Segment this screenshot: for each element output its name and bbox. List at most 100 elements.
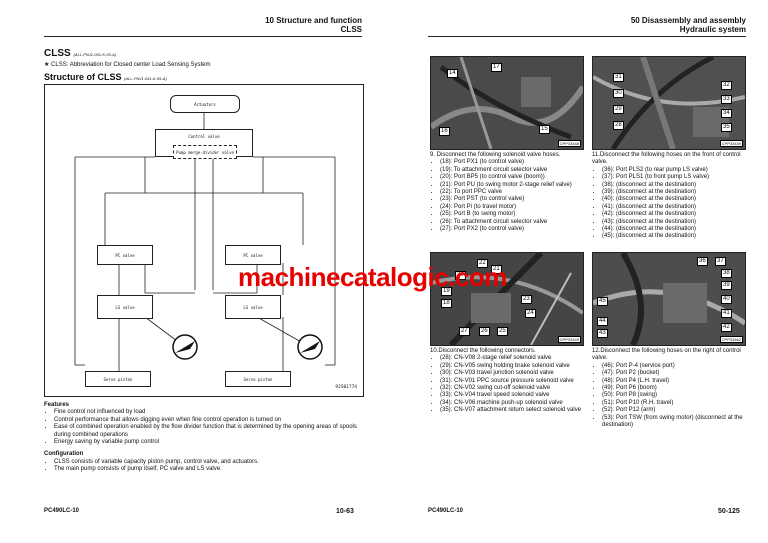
step11-item: (38): (disconnect at the destination) [602, 182, 748, 189]
left-footer-model: PC490LC-10 [44, 508, 80, 514]
photo4-label: 45 [597, 297, 608, 306]
photo4-code: CPP33462 [719, 336, 743, 343]
left-page: 10 Structure and function CLSS CLSS (ALL… [0, 0, 384, 543]
photo2-label: 29 [613, 105, 624, 114]
step10-item: (33): CN-V04 travel speed solenoid valve [440, 392, 586, 399]
step12-item: (52): Port P12 (arm) [602, 407, 748, 414]
photo2-code: CPP33449 [719, 140, 743, 147]
step10-item: (29): CN-V05 swing holding brake solenoi… [440, 363, 586, 370]
features-item: Control performance that allows digging … [54, 417, 362, 424]
photo2-label: 30 [613, 89, 624, 98]
photo1-label: 15 [539, 125, 550, 134]
clss-title-ref: (ALL-PNJ1-001-K-00-A) [73, 52, 117, 57]
step9-item: (20): Port BP5 (to control valve (boom)) [440, 174, 586, 181]
photo3-label: 23 [521, 295, 532, 304]
diagram-servo-right: Servo piston [225, 371, 291, 387]
step10-item: (35): CN-V07 attachment return select so… [440, 407, 586, 414]
photo3-label: 25 [497, 327, 508, 336]
photo3-label: 27 [459, 327, 470, 336]
diagram-code: 9JS01774 [335, 385, 357, 390]
step11-title: 11.Disconnect the following hoses on the… [592, 152, 741, 166]
step12-item: (47): Port P2 (bucket) [602, 370, 748, 377]
features-item: Energy saving by variable pump control [54, 439, 362, 446]
step12-title: 12.Disconnect the following hoses on the… [592, 348, 741, 362]
step11-item: (44): (disconnect at the destination) [602, 226, 748, 233]
watermark: machinecatalogic.com [238, 262, 507, 292]
photo2-label: 31 [613, 73, 624, 82]
left-footer-page: 10-63 [336, 508, 354, 515]
diagram-actuators: Actuators [170, 95, 240, 113]
step9-title: 9. Disconnect the following solenoid val… [430, 152, 561, 158]
photo1-label: 14 [447, 69, 458, 78]
step11-section: 11.Disconnect the following hoses on the… [592, 152, 748, 241]
step10-item: (30): CN-V03 travel junction solenoid va… [440, 370, 586, 377]
step12-section: 12.Disconnect the following hoses on the… [592, 348, 748, 429]
photo4-label: 38 [721, 269, 732, 278]
photo3-label: 22 [477, 259, 488, 268]
left-header-rule [44, 36, 362, 37]
step10-item: (28): CN-V08 2-stage relief solenoid val… [440, 355, 586, 362]
step9-item: (23): Port PST (to control valve) [440, 196, 586, 203]
step11-item: (43): (disconnect at the destination) [602, 219, 748, 226]
photo2-label: 34 [721, 109, 732, 118]
photo1-label: 16 [439, 127, 450, 136]
config-item: CLSS consists of variable capacity pisto… [54, 459, 362, 466]
features-item: Ease of combined operation enabled by th… [54, 424, 362, 439]
step10-item: (31): CN-V01 PPC source pressure solenoi… [440, 378, 586, 385]
photo3-label: 18 [441, 299, 452, 308]
right-footer-model: PC490LC-10 [428, 508, 464, 514]
structure-title-text: Structure of CLSS [44, 72, 122, 82]
right-header-rule [428, 36, 746, 37]
features-section: Features Fine control not influenced by … [44, 402, 362, 474]
step9-item: (26): To attachment circuit selector val… [440, 219, 586, 226]
diagram-ls-valve-right: LS valve [225, 295, 281, 319]
step9-item: (19): To attachment circuit selector val… [440, 167, 586, 174]
clss-title-text: CLSS [44, 48, 71, 59]
step9-item: (18): Port PX1 (to control valve) [440, 159, 586, 166]
step12-item: (50): Port P8 (swing) [602, 392, 748, 399]
step11-item: (45): (disconnect at the destination) [602, 233, 748, 240]
photo3-label: 21 [491, 265, 502, 274]
photo3-code: CPP33449 [557, 336, 581, 343]
step9-item: (21): Port PU (to swing motor 2-stage re… [440, 182, 586, 189]
photo3-label: 19 [441, 287, 452, 296]
photo-step10: 22 20 21 19 18 23 24 27 26 25 CPP33449 [430, 252, 584, 346]
step9-item: (24): Port Pi (to travel motor) [440, 204, 586, 211]
diagram-lines [74, 113, 336, 375]
step11-list: (36): Port PLS2 (to rear pump LS valve) … [592, 167, 748, 241]
config-list: CLSS consists of variable capacity pisto… [44, 459, 362, 474]
photo4-label: 36 [697, 257, 708, 266]
step9-item: (25): Port B (to swing motor) [440, 211, 586, 218]
step12-item: (48): Port P4 (L.H. travel) [602, 378, 748, 385]
right-header-section: 50 Disassembly and assembly [630, 16, 746, 25]
photo4-label: 37 [715, 257, 726, 266]
config-item: The main pump consists of pump itself, P… [54, 466, 362, 473]
step10-item: (34): CN-V06 machine push-up solenoid va… [440, 400, 586, 407]
step11-item: (37): Port PLS1 (to front pump LS valve) [602, 174, 748, 181]
clss-title: CLSS (ALL-PNJ1-001-K-00-A) [44, 48, 116, 59]
step12-item: (53): Port TSW (from swing motor) (disco… [602, 415, 748, 430]
step10-section: 10.Disconnect the following connectors. … [430, 348, 586, 415]
photo2-label: 33 [721, 95, 732, 104]
step10-item: (32): CN-V02 swing cut-off solenoid valv… [440, 385, 586, 392]
step9-section: 9. Disconnect the following solenoid val… [430, 152, 586, 233]
structure-title-ref: (ALL-PNJ1-041-K-09-A) [124, 76, 167, 81]
step11-item: (39): (disconnect at the destination) [602, 189, 748, 196]
right-header: 50 Disassembly and assembly Hydraulic sy… [631, 16, 746, 34]
diagram-pump-merge: Pump merge-divider valve [173, 145, 237, 159]
photo4-label: 42 [721, 323, 732, 332]
photo4-label: 44 [597, 317, 608, 326]
photo2-label: 28 [613, 121, 624, 130]
step11-item: (41): (disconnect at the destination) [602, 204, 748, 211]
photo4-label: 41 [721, 309, 732, 318]
features-title: Features [44, 402, 70, 408]
photo-step9: 14 17 16 15 CPP33448 [430, 56, 584, 150]
diagram-ls-valve-left: LS valve [97, 295, 153, 319]
step10-list: (28): CN-V08 2-stage relief solenoid val… [430, 355, 586, 414]
step11-item: (40): (disconnect at the destination) [602, 196, 748, 203]
photo2-label: 32 [721, 81, 732, 90]
step9-item: (27): Port PX2 (to control valve) [440, 226, 586, 233]
right-page: 50 Disassembly and assembly Hydraulic sy… [384, 0, 768, 543]
features-list: Fine control not influenced by load Cont… [44, 409, 362, 446]
step12-item: (46): Port P-4 (service port) [602, 363, 748, 370]
